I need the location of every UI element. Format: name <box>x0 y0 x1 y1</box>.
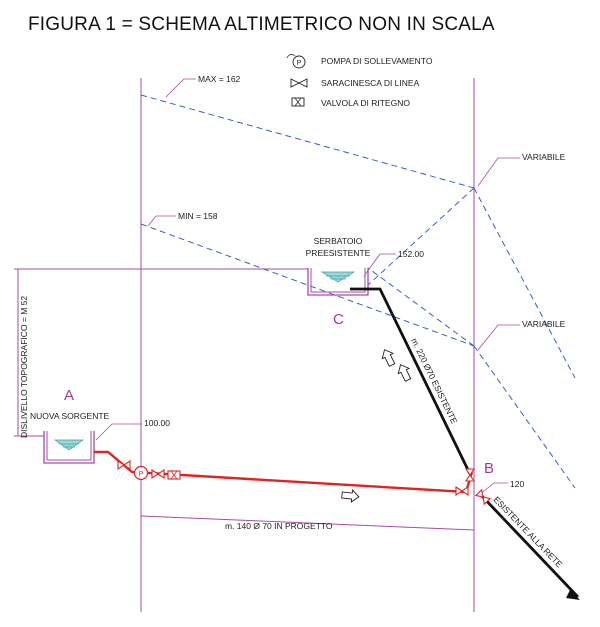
gate-valve-icon <box>455 485 469 497</box>
serbatoio-tank <box>307 268 369 296</box>
new-pipe-dimension-line <box>140 515 475 531</box>
existing-pipe-lower <box>478 493 580 598</box>
flow-arrow-icon <box>397 364 412 382</box>
sorgente-name: NUOVA SORGENTE <box>30 411 110 421</box>
node-b-letter: B <box>484 460 494 477</box>
gate-valve-icon <box>474 488 492 506</box>
legend: P POMPA DI SOLLEVAMENTO SARACINESCA DI L… <box>286 54 433 108</box>
gate-valve-legend-icon <box>290 78 308 88</box>
piezometric-lines <box>140 94 576 489</box>
serbatoio-water-icon <box>320 271 356 283</box>
svg-text:P: P <box>139 471 144 478</box>
existing-lower-label: ESISTENTE ALLA RETE <box>492 494 565 569</box>
variable-upper-label: VARIABILE <box>522 152 566 162</box>
gate-valve-legend-label: SARACINESCA DI LINEA <box>321 78 420 88</box>
figure-title: FIGURA 1 = SCHEMA ALTIMETRICO NON IN SCA… <box>28 14 495 35</box>
serbatoio-elevation: 152.00 <box>398 249 424 259</box>
gate-valve-icon <box>464 468 476 482</box>
flow-arrow-icon <box>341 489 360 503</box>
gate-valve-icon <box>151 468 165 480</box>
check-valve-legend-icon <box>291 97 305 107</box>
new-pipe <box>94 450 474 494</box>
svg-text:P: P <box>297 60 302 67</box>
min-level-label: MIN = 158 <box>178 211 218 221</box>
pump-legend-icon: P <box>286 54 306 69</box>
check-valve-legend-label: VALVOLA DI RITEGNO <box>321 98 410 108</box>
pump-legend-label: POMPA DI SOLLEVAMENTO <box>321 56 433 66</box>
existing-upper-label: m. 220 Ø70 ESISTENTE <box>409 336 459 425</box>
pump-icon: P <box>133 465 149 481</box>
sorgente-tank <box>43 431 95 464</box>
flow-arrow-icon <box>381 349 396 367</box>
existing-pipe-upper <box>350 287 472 475</box>
variable-lower-label: VARIABILE <box>522 319 566 329</box>
network-arrow-icon <box>566 590 580 600</box>
serbatoio-name-line1: SERBATOIO <box>314 236 363 246</box>
node-b-elevation: 120 <box>510 479 524 489</box>
check-valve-icon <box>167 470 181 480</box>
dislivello-label: DISLIVELLO TOPOGRAFICO = M 52 <box>19 296 29 438</box>
gate-valve-icon <box>117 459 131 471</box>
serbatoio-name-line2: PREESISTENTE <box>306 248 371 258</box>
new-pipe-label: m. 140 Ø 70 IN PROGETTO <box>225 521 333 531</box>
max-level-label: MAX = 162 <box>198 74 241 84</box>
node-a-letter: A <box>64 387 74 404</box>
sorgente-elevation: 100.00 <box>144 418 170 428</box>
node-c-letter: C <box>333 311 344 328</box>
sorgente-water-icon <box>53 439 85 451</box>
